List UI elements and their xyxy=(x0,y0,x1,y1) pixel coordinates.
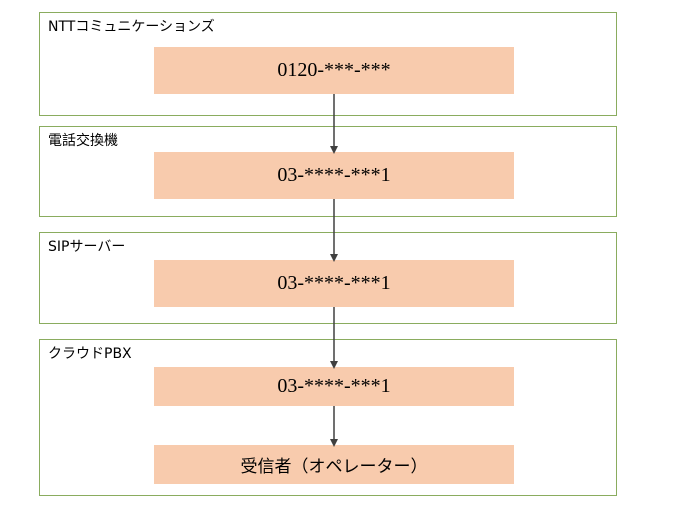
node-number-ntt: 0120-***-*** xyxy=(154,47,514,94)
panel-label-phone-exchange: 電話交換機 xyxy=(48,133,118,149)
node-number-exchange: 03-****-***1 xyxy=(154,152,514,199)
panel-label-cloud-pbx: クラウドPBX xyxy=(48,346,132,362)
node-number-pbx: 03-****-***1 xyxy=(154,367,514,406)
panel-label-ntt: NTTコミュニケーションズ xyxy=(48,19,215,35)
node-receiver-operator: 受信者（オペレーター） xyxy=(154,445,514,484)
panel-phone-exchange: 電話交換機 xyxy=(39,126,617,217)
panel-ntt-communications: NTTコミュニケーションズ xyxy=(39,12,617,116)
panel-label-sip-server: SIPサーバー xyxy=(48,239,126,255)
node-number-sip: 03-****-***1 xyxy=(154,260,514,307)
